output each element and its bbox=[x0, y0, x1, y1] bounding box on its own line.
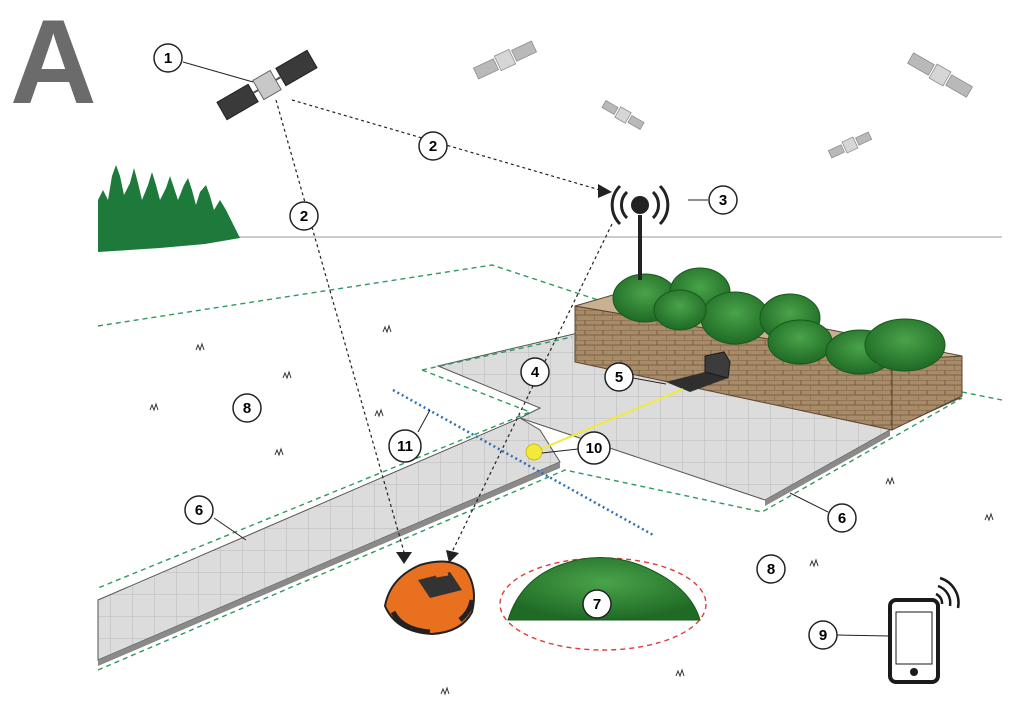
callout-10: 10 bbox=[577, 431, 611, 465]
svg-text:2: 2 bbox=[429, 138, 437, 155]
callout-2-satellite-to-mower: 2 bbox=[289, 201, 319, 231]
charging-station-icon bbox=[666, 351, 731, 392]
callout-11: 11 bbox=[388, 429, 422, 463]
svg-text:7: 7 bbox=[593, 596, 601, 613]
signal-point bbox=[525, 443, 543, 461]
boundary-wire bbox=[421, 336, 573, 371]
svg-text:11: 11 bbox=[397, 438, 413, 455]
background-satellite-icon bbox=[907, 52, 973, 98]
arrow-head bbox=[396, 552, 412, 564]
svg-text:6: 6 bbox=[838, 510, 846, 527]
boundary-wire bbox=[961, 391, 1003, 401]
callout-6-left: 6 bbox=[184, 495, 214, 525]
rtk-antenna-icon bbox=[610, 184, 670, 280]
arrow-head bbox=[446, 550, 459, 563]
arrow-head bbox=[598, 184, 612, 198]
tree-line-icon bbox=[98, 165, 240, 252]
callout-9: 9 bbox=[808, 620, 838, 650]
background-satellite-icon bbox=[472, 40, 538, 80]
svg-text:8: 8 bbox=[767, 561, 775, 578]
boundary-wire bbox=[97, 369, 532, 589]
svg-text:2: 2 bbox=[300, 208, 308, 225]
svg-text:5: 5 bbox=[615, 369, 623, 386]
callout-1: 1 bbox=[153, 43, 183, 73]
callout-4: 4 bbox=[520, 357, 550, 387]
figure-letter: A bbox=[10, 0, 97, 129]
svg-text:10: 10 bbox=[586, 440, 603, 457]
svg-text:6: 6 bbox=[195, 502, 203, 519]
callout-3: 3 bbox=[708, 185, 738, 215]
svg-text:1: 1 bbox=[164, 50, 172, 67]
satellite-icon bbox=[216, 49, 318, 121]
background-satellite-icon bbox=[827, 131, 873, 159]
robotic-mower-icon bbox=[383, 560, 475, 636]
obstacle-shrub bbox=[507, 557, 701, 621]
hedge-bushes bbox=[612, 267, 946, 375]
callout-2-satellite-to-station: 2 bbox=[418, 131, 448, 161]
smartphone-icon bbox=[888, 576, 960, 684]
satellite-signal-lines bbox=[275, 99, 613, 553]
signal-line bbox=[533, 388, 684, 453]
boundary-wire bbox=[97, 264, 599, 327]
callout-8-right: 8 bbox=[756, 554, 786, 584]
background-satellite-icon bbox=[601, 99, 645, 131]
svg-text:9: 9 bbox=[819, 627, 827, 644]
grass-tuft-icons bbox=[149, 324, 994, 696]
callout-6-right: 6 bbox=[827, 503, 857, 533]
svg-text:3: 3 bbox=[719, 192, 727, 209]
svg-text:4: 4 bbox=[531, 364, 540, 381]
svg-text:8: 8 bbox=[243, 400, 251, 417]
leader-lines bbox=[182, 61, 891, 637]
boundary-wire bbox=[97, 397, 963, 671]
callout-8-left: 8 bbox=[232, 393, 262, 423]
callout-5: 5 bbox=[604, 362, 634, 392]
callout-7: 7 bbox=[582, 589, 612, 619]
